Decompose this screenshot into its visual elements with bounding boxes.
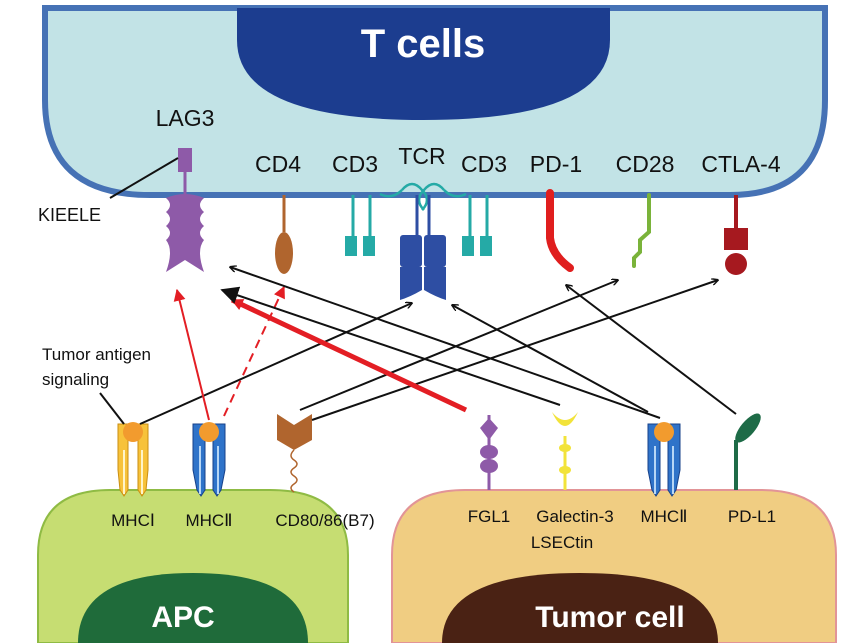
label-cd80-86: CD80/86(B7) <box>275 511 374 530</box>
label-tumor-antigen-signaling-line2: signaling <box>42 370 109 389</box>
arrow-mhc1-apc-to-tcr <box>139 303 412 425</box>
pd1-receptor <box>546 189 574 272</box>
kieele-leader-line <box>109 157 179 199</box>
tumor-nucleus <box>442 573 718 643</box>
label-galectin3: Galectin-3 <box>536 507 613 526</box>
arrow-cd80-to-cd28 <box>299 280 618 411</box>
label-mhc2-tumor: MHCⅡ <box>640 507 687 526</box>
label-cd3-left: CD3 <box>332 151 378 177</box>
galectin3-lsectin-ligand-tumor <box>552 412 578 490</box>
arrow-cd80-to-ctla4 <box>311 280 718 421</box>
t-cell-labels: LAG3 KIEELE CD4 CD3 TCR CD3 PD-1 CD28 CT… <box>38 105 781 225</box>
label-kieele: KIEELE <box>38 205 101 225</box>
label-pdl1: PD-L1 <box>728 507 776 526</box>
tcr-receptor <box>379 182 467 300</box>
apc-labels: Tumor antigen signaling MHCⅠ MHCⅡ CD80/8… <box>42 345 375 530</box>
label-tumor-antigen-signaling-line1: Tumor antigen <box>42 345 151 364</box>
arrow-galectin-to-lag3 <box>220 286 561 406</box>
cd3-left-receptor <box>345 195 375 256</box>
fgl1-ligand-tumor <box>480 415 498 490</box>
arrow-mhc2-tumor-to-tcr <box>452 305 649 413</box>
arrow-fgl1-to-lag3 <box>230 297 468 413</box>
arrow-mhc2-apc-to-cd4 <box>223 285 285 417</box>
label-pd1: PD-1 <box>530 151 582 177</box>
label-cd3-right: CD3 <box>461 151 507 177</box>
mhc2-ligand-apc <box>192 422 226 497</box>
t-cell-title: T cells <box>361 22 486 66</box>
label-mhc2-apc: MHCⅡ <box>185 511 232 530</box>
tumor-labels: FGL1 Galectin-3 LSECtin MHCⅡ PD-L1 <box>468 507 776 552</box>
ctla4-receptor <box>724 195 748 275</box>
label-lag3: LAG3 <box>156 105 215 131</box>
lag3-receptor <box>166 148 204 272</box>
interaction-arrows <box>139 267 737 425</box>
label-fgl1: FGL1 <box>468 507 511 526</box>
arrow-mhc2-apc-to-lag3 <box>173 288 210 421</box>
t-cell: T cells <box>42 5 828 198</box>
label-mhc1-apc: MHCⅠ <box>111 511 155 530</box>
apc-cell: APC <box>37 489 349 643</box>
label-lsectin: LSECtin <box>531 533 593 552</box>
apc-title: APC <box>151 601 214 634</box>
mhc2-ligand-tumor <box>647 422 681 497</box>
pdl1-ligand-tumor <box>734 413 761 490</box>
tumor-title: Tumor cell <box>535 601 684 634</box>
label-cd28: CD28 <box>616 151 675 177</box>
tumor-cell: Tumor cell <box>391 489 837 643</box>
mhc1-ligand-apc <box>117 422 149 497</box>
cd80-86-ligand-apc <box>277 414 312 493</box>
cd4-receptor <box>275 195 293 274</box>
label-ctla4: CTLA-4 <box>701 151 780 177</box>
t-cell-nucleus <box>237 8 610 120</box>
cd3-right-receptor <box>462 195 492 256</box>
apc-nucleus <box>78 573 308 643</box>
arrow-pdl1-to-pd1 <box>566 285 737 415</box>
label-tcr: TCR <box>398 143 445 169</box>
arrow-mhc2-tumor-to-lag3 <box>230 267 661 419</box>
cd28-receptor <box>632 193 651 268</box>
label-cd4: CD4 <box>255 151 301 177</box>
tumor-antigen-leader-line <box>99 392 125 425</box>
